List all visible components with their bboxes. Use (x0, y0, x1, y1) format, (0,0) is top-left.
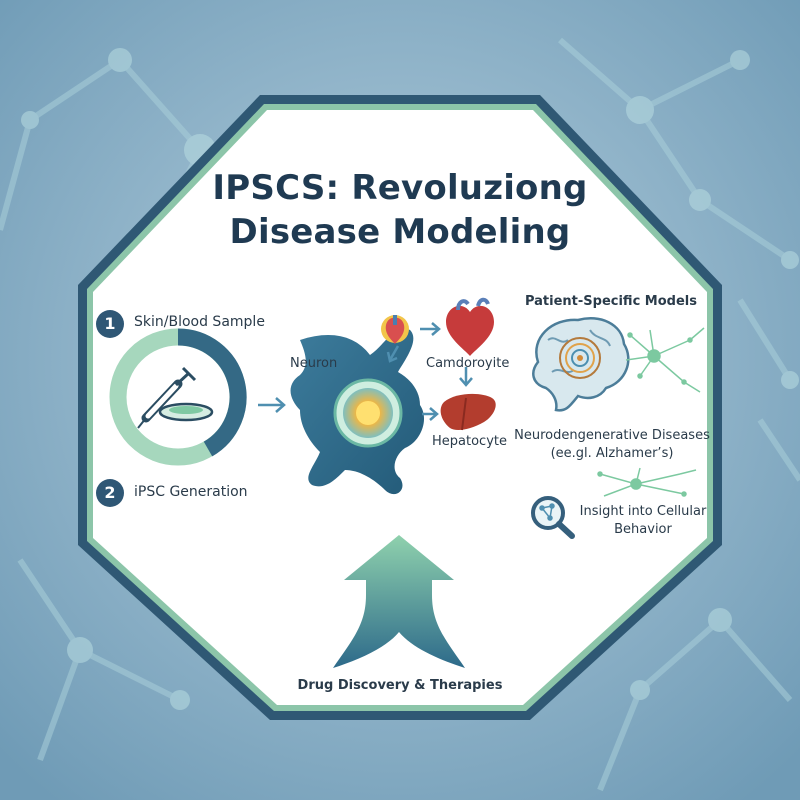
disease-label-line2: (ee.gl. Alzhamer’s) (550, 446, 674, 461)
step-1-badge: 1 (96, 310, 124, 338)
footer-label: Drug Discovery & Therapies (297, 678, 503, 693)
hepatocyte-label: Hepatocyte (432, 434, 507, 449)
brain-icon (532, 317, 630, 412)
petri-dish-icon (158, 402, 214, 422)
sample-ring (109, 328, 247, 466)
liver-icon (440, 393, 496, 431)
differentiation-arrows-icon (386, 322, 473, 421)
upward-arrow-icon (333, 535, 465, 668)
page-title-line2: Disease Modeling (229, 212, 571, 252)
cardiomyocyte-label: Camdoroyite (426, 356, 510, 371)
heart-icon (446, 297, 494, 356)
step-2-label: iPSC Generation (134, 484, 248, 500)
syringe-icon (137, 366, 197, 429)
neuron-network-small-icon (597, 467, 697, 497)
step-1-label: Skin/Blood Sample (134, 314, 265, 330)
insight-label-line1: Insight into Cellular (579, 504, 707, 519)
neuron-cell-icon (290, 328, 425, 495)
neuron-label: Neuron (290, 356, 338, 371)
organ-heart-small-icon (381, 315, 409, 344)
step-2-badge: 2 (96, 479, 124, 507)
models-heading: Patient-Specific Models (524, 294, 697, 309)
insight-label-line2: Behavior (614, 522, 672, 537)
neuron-network-icon (625, 327, 705, 393)
arrow-to-neuron-icon (258, 397, 286, 413)
magnifier-icon (531, 496, 575, 539)
disease-label-line1: Neurodengenerative Diseases (514, 428, 710, 443)
page-title-line1: IPSCS: Revoluziong (212, 168, 588, 208)
